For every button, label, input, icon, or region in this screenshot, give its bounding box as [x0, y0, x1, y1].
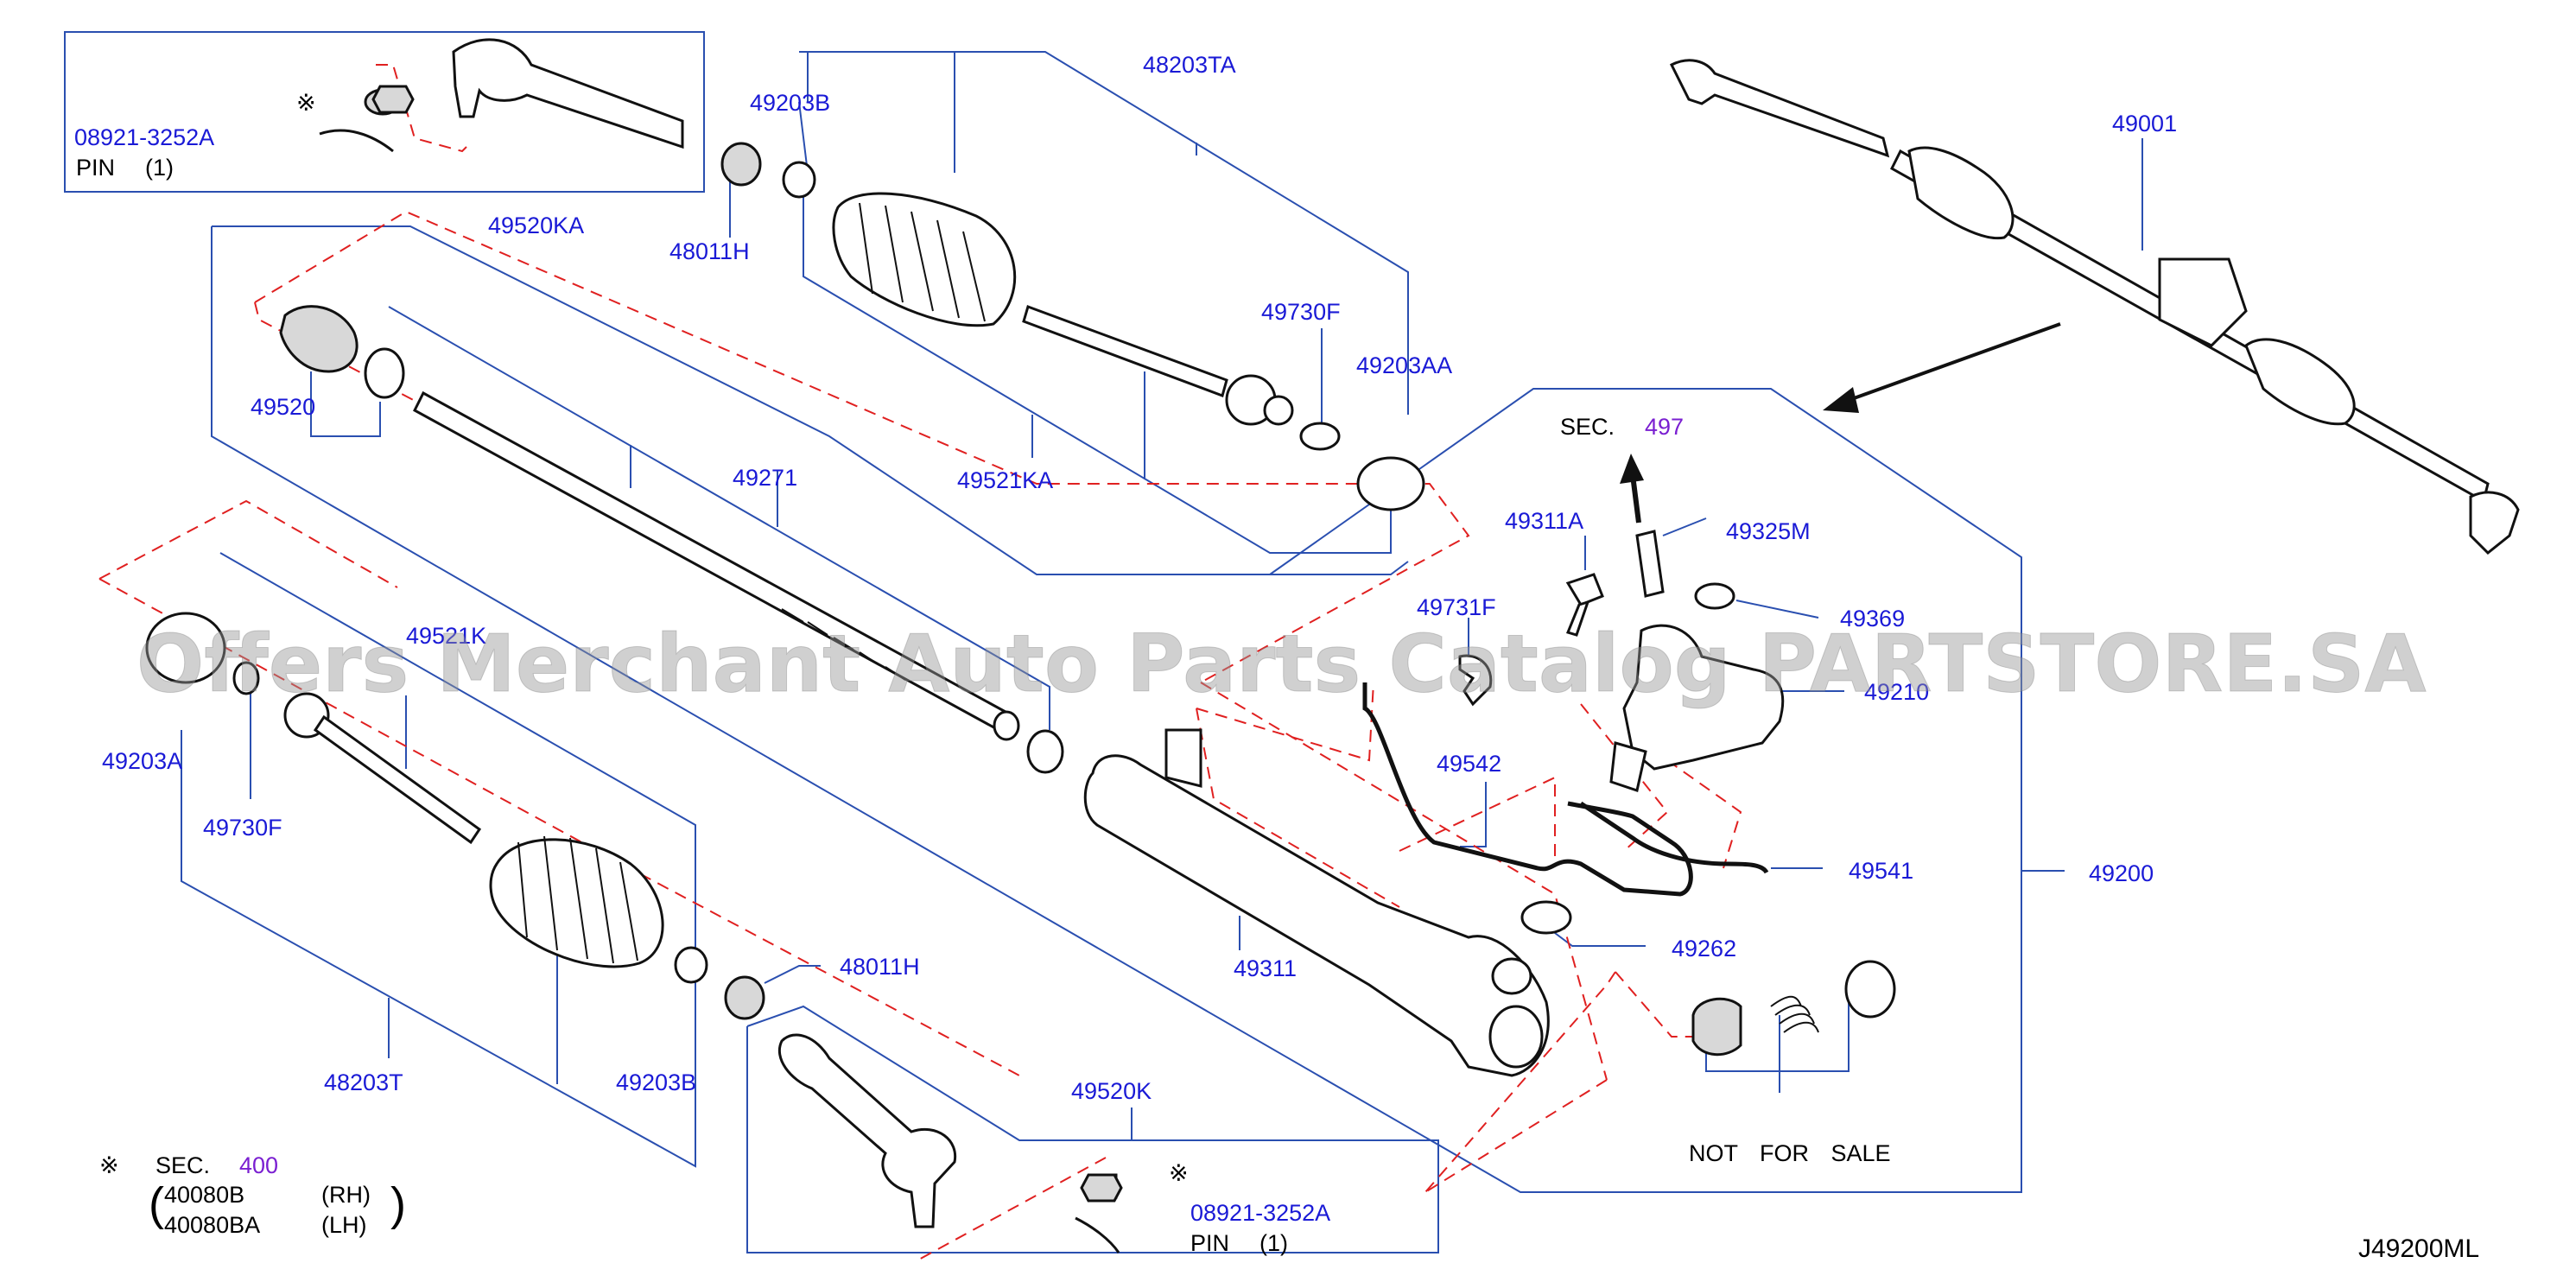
label-49311: 49311 [1234, 955, 1297, 981]
label-48203ta: 48203TA [1143, 52, 1236, 78]
label-48011h-bottom: 48011H [840, 954, 920, 980]
label-49203a: 49203A [102, 748, 182, 774]
tube-49541 [1579, 801, 1769, 874]
label-49521ka: 49521KA [957, 467, 1053, 493]
fitting-49325m [1635, 530, 1665, 598]
label-49210: 49210 [1864, 679, 1929, 705]
label-49731f: 49731F [1417, 594, 1496, 620]
sec400-row2-code: 40080BA [164, 1212, 260, 1238]
clamp-aa [1356, 456, 1425, 511]
label-49203b-bottom: 49203B [616, 1069, 696, 1095]
clamp-bottom [674, 946, 708, 984]
label-49730f-top: 49730F [1261, 299, 1341, 325]
gear-housing [1083, 728, 1550, 1077]
sec497-prefix: SEC. [1560, 414, 1615, 440]
label-pin-top: PIN [76, 155, 115, 181]
diagram-code: J49200ML [2358, 1234, 2479, 1263]
label-49200: 49200 [2089, 860, 2154, 886]
label-49001: 49001 [2112, 111, 2177, 136]
clip-49731f [1458, 654, 1493, 707]
tube-49542 [1362, 682, 1693, 897]
label-pin-bottom-qty: (1) [1259, 1230, 1288, 1256]
sec497-arrow [1620, 454, 1644, 524]
mount-bushing [279, 305, 405, 399]
dashed-guides [98, 64, 1742, 1262]
clamp-a [145, 612, 226, 684]
label-49203b-top: 49203B [750, 90, 830, 116]
watermark: Offers Merchant Auto Parts Catalog PARTS… [136, 618, 2427, 710]
part-drawings [145, 38, 2520, 1253]
label-49262: 49262 [1672, 936, 1736, 962]
o-ring [1520, 900, 1572, 935]
label-49325m: 49325M [1726, 518, 1811, 544]
sec400-paren-open: ( [149, 1178, 164, 1230]
boot-top [832, 192, 1017, 327]
label-49730f-bottom: 49730F [203, 815, 282, 841]
pin-top [319, 129, 394, 153]
bolt [1565, 573, 1604, 637]
bushing-bottom [724, 975, 765, 1020]
label-49369: 49369 [1840, 606, 1905, 631]
rack-bar [413, 390, 1064, 774]
sec400-prefix: SEC. [155, 1152, 210, 1178]
tie-rod-end-bottom [777, 1033, 1118, 1228]
label-48011h-top: 48011H [669, 238, 750, 264]
sec400-row2-side: (LH) [321, 1212, 367, 1238]
sec400-row1-code: 40080B [164, 1182, 244, 1208]
label-49203aa: 49203AA [1356, 352, 1452, 378]
not-for-sale-label: NOT FOR SALE [1689, 1140, 1891, 1166]
part-labels: 08921-3252A PIN (1) 49520KA 48011H 49203… [74, 52, 2479, 1263]
sec400-number: 400 [239, 1152, 278, 1178]
bushing-top [720, 142, 762, 187]
label-49521k: 49521K [406, 623, 486, 649]
sec400-row1-side: (RH) [321, 1182, 371, 1208]
not-for-sale-parts [1691, 960, 1896, 1057]
leader-lines [64, 31, 2143, 1253]
label-08921-bottom: 08921-3252A [1190, 1200, 1330, 1226]
clamp-top [782, 161, 816, 199]
pin-bottom [1075, 1216, 1120, 1253]
nut-top [371, 85, 415, 114]
label-49520ka: 49520KA [488, 213, 584, 238]
label-49520: 49520 [251, 394, 315, 420]
label-08921-top: 08921-3252A [74, 124, 214, 150]
symbol-bottom: ※ [1169, 1160, 1189, 1186]
symbol-top: ※ [296, 90, 316, 116]
complete-gear-assembly [1669, 59, 2520, 555]
label-49311a: 49311A [1505, 508, 1583, 534]
washer-bottom [232, 661, 260, 695]
washer-top [1299, 422, 1341, 451]
label-49541: 49541 [1849, 858, 1913, 884]
label-49520k: 49520K [1071, 1078, 1152, 1104]
label-49271: 49271 [733, 465, 797, 491]
inner-tie-rod-top [1022, 305, 1294, 426]
sec400-symbol: ※ [99, 1152, 119, 1178]
boot-bottom [489, 835, 664, 968]
nut-bottom [1080, 1173, 1123, 1203]
inner-tie-rod-bottom [283, 692, 482, 845]
label-pin-top-qty: (1) [145, 155, 174, 181]
sec497-number: 497 [1645, 414, 1684, 440]
label-49542: 49542 [1437, 751, 1501, 777]
label-48203t: 48203T [324, 1069, 403, 1095]
label-pin-bottom: PIN [1190, 1230, 1229, 1256]
direction-arrow [1823, 322, 2061, 413]
sec400-paren-close: ) [390, 1178, 406, 1230]
valve-housing [1609, 582, 1785, 792]
